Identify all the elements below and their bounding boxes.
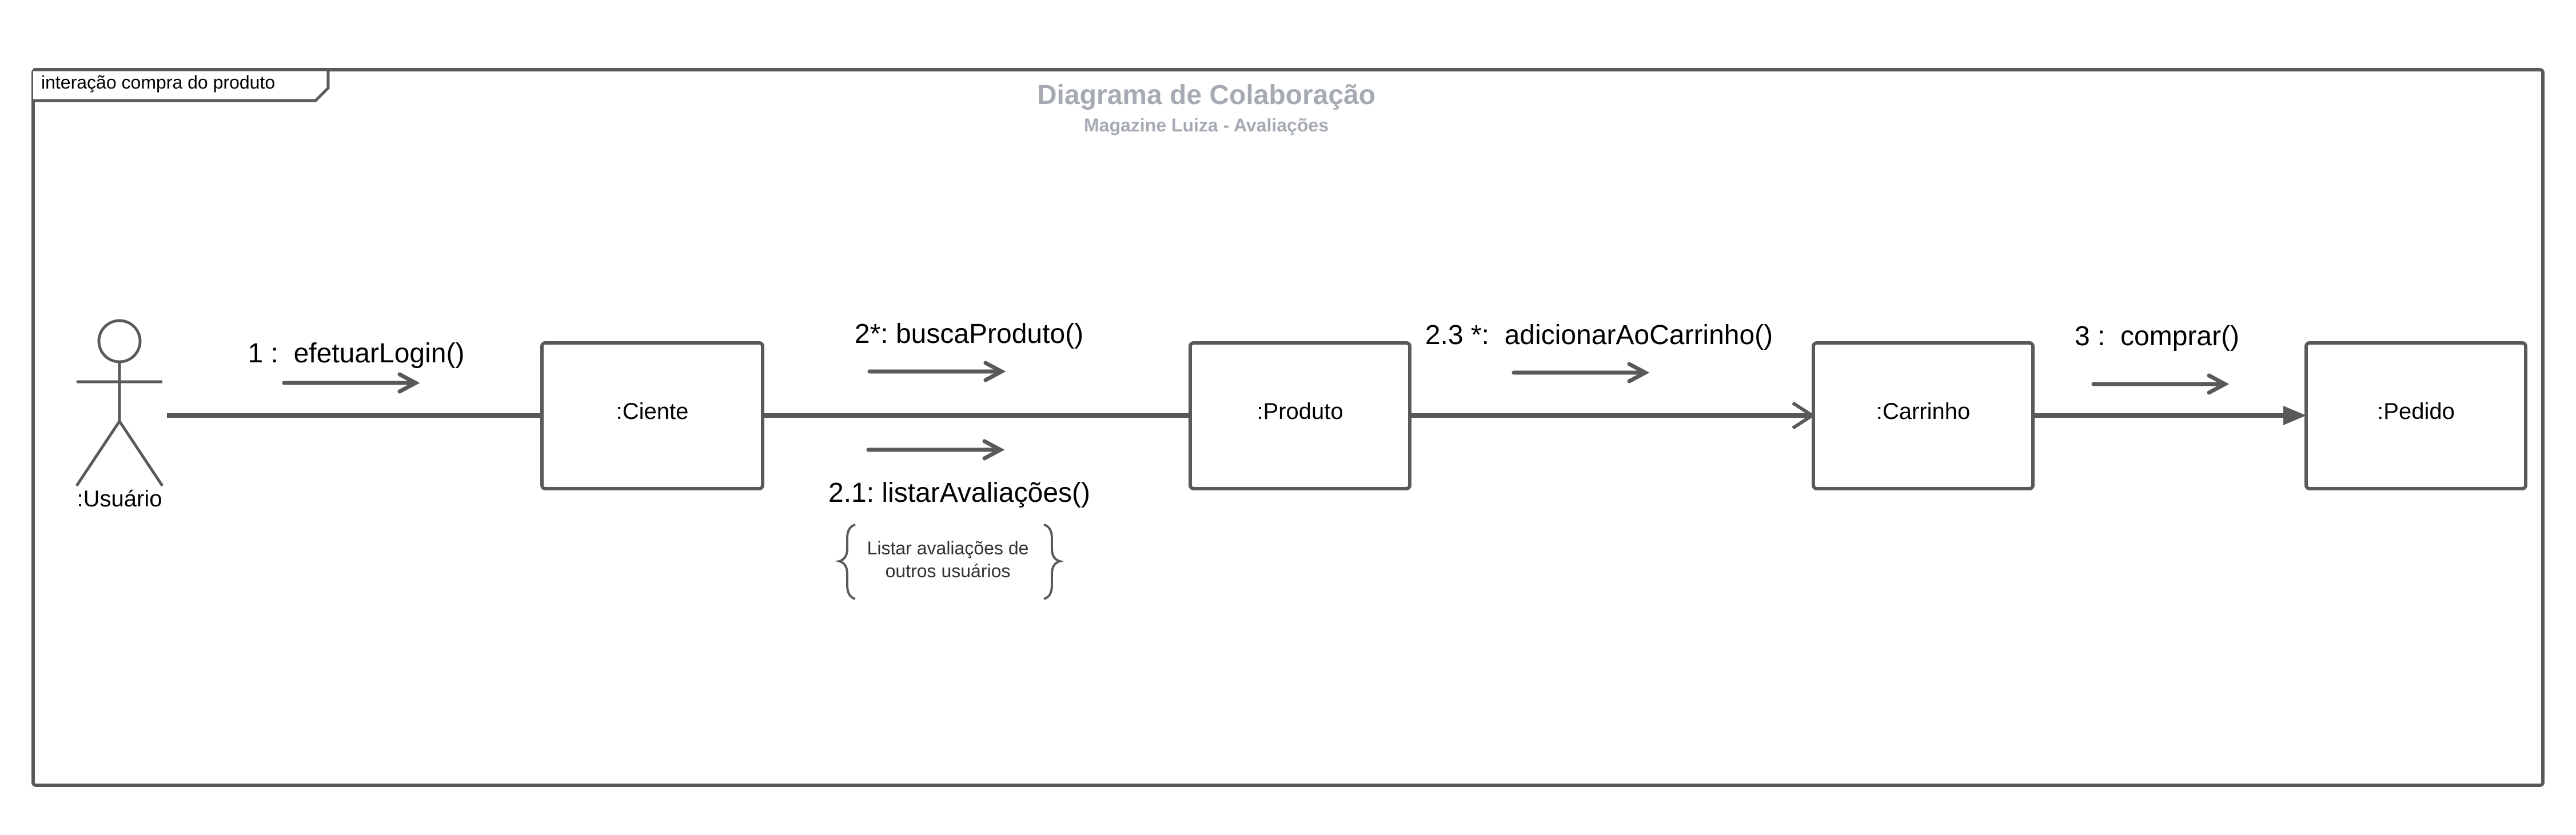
frame-label-tab xyxy=(33,68,330,102)
object-box xyxy=(540,341,764,490)
message-label-1: 1 : efetuarLogin() xyxy=(248,338,465,369)
message-arrow-2-3 xyxy=(1512,362,1650,383)
object-label: :Produto xyxy=(1257,399,1343,424)
object-label: :Carrinho xyxy=(1876,399,1971,424)
object-box xyxy=(2304,341,2527,490)
actor-usuario xyxy=(75,319,164,487)
diagram-title: Diagrama de Colaboração xyxy=(1037,80,1375,110)
left-brace xyxy=(835,524,856,600)
object-pedido: :Pedido xyxy=(2304,341,2527,490)
message-label-2-3: 2.3 *: adicionarAoCarrinho() xyxy=(1425,320,1773,350)
object-ciente: :Ciente xyxy=(540,341,764,490)
constraint-note: Listar avaliações de outros usuários xyxy=(835,524,1064,600)
interaction-frame xyxy=(31,68,2545,787)
message-label-2: 2*: buscaProduto() xyxy=(855,319,1083,349)
links xyxy=(167,401,2287,430)
diagram-subtitle: Magazine Luiza - Avaliações xyxy=(1084,115,1329,135)
message-arrow-3 xyxy=(2091,373,2230,395)
object-box xyxy=(1189,341,1411,490)
link-arrowhead-pedido xyxy=(2283,406,2306,425)
object-label: :Ciente xyxy=(616,399,689,424)
message-arrow-1 xyxy=(282,372,420,394)
actor-head xyxy=(97,319,142,363)
message-label-2-1: 2.1: listarAvaliações() xyxy=(828,478,1090,508)
note-line-2: outros usuários xyxy=(886,561,1011,581)
actor-name: :Usuário xyxy=(77,486,162,512)
right-brace xyxy=(1043,524,1064,600)
object-carrinho: :Carrinho xyxy=(1812,341,2035,490)
object-produto: :Produto xyxy=(1189,341,1411,490)
actor-left-leg xyxy=(75,420,121,487)
frame-label: interação compra do produto xyxy=(41,72,275,93)
note-line-1: Listar avaliações de xyxy=(867,538,1029,558)
object-label: :Pedido xyxy=(2377,399,2455,424)
message-arrow-2 xyxy=(867,361,1006,382)
actor-right-leg xyxy=(118,420,164,487)
message-label-3: 3 : comprar() xyxy=(2075,321,2239,351)
message-arrows xyxy=(282,361,2230,461)
message-arrow-2-1 xyxy=(866,439,1005,461)
object-box xyxy=(1812,341,2035,490)
